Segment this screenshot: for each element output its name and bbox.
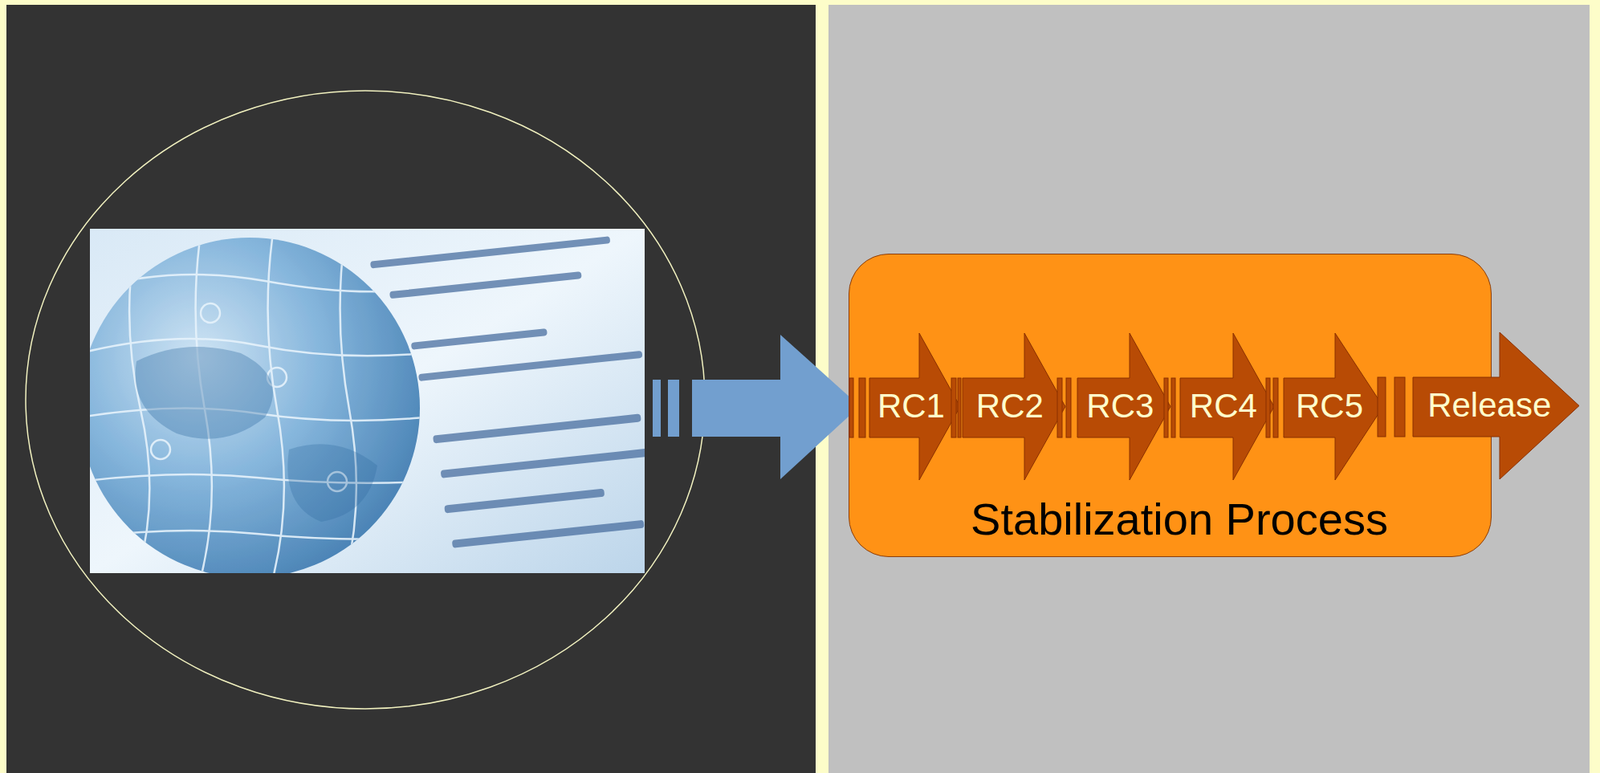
stage-label: RC3 <box>1086 386 1154 426</box>
stage-arrow: RC3 <box>1057 333 1171 481</box>
stage-arrow: RC1 <box>849 333 961 481</box>
flow-arrow <box>652 334 860 480</box>
stage-arrow: RC2 <box>951 333 1066 481</box>
grey-panel <box>828 4 1590 773</box>
stage-arrow: RC5 <box>1266 333 1384 481</box>
stage-label: RC2 <box>976 386 1044 426</box>
process-title: Stabilization Process <box>970 493 1389 546</box>
puzzle-globe-photo <box>89 228 645 574</box>
stage-label: RC5 <box>1295 386 1364 426</box>
ellipse-outline <box>25 90 705 709</box>
stage-label: RC4 <box>1189 386 1258 426</box>
stage-arrow: Release <box>1377 332 1580 480</box>
stage-arrow: RC4 <box>1164 333 1275 481</box>
stage-label: RC1 <box>877 386 945 426</box>
stage-label: Release <box>1427 386 1552 425</box>
